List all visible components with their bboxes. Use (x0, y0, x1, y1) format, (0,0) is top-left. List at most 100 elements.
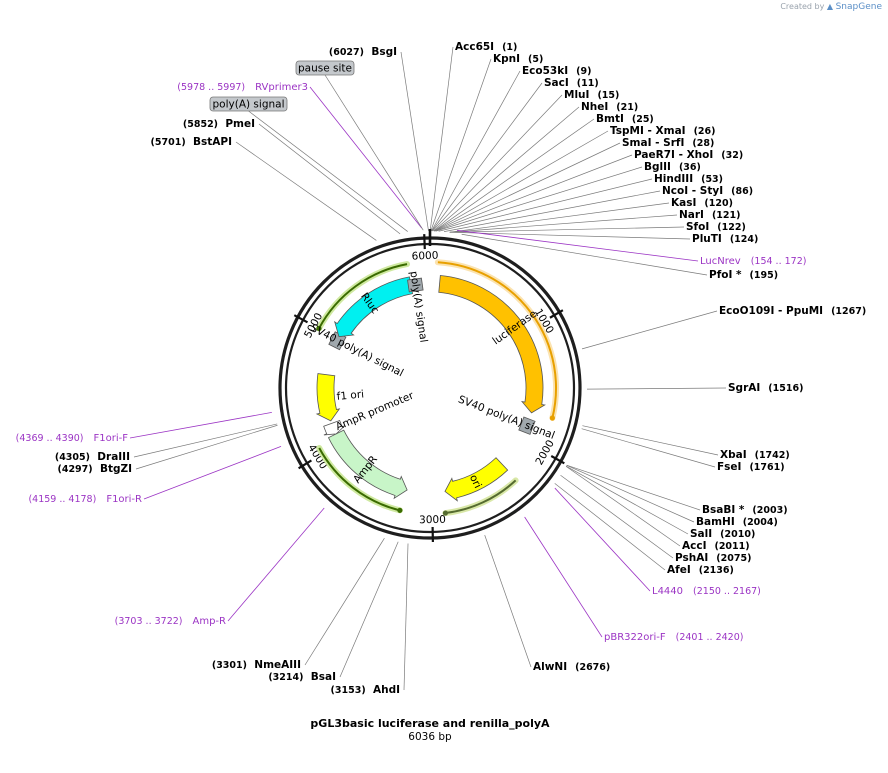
site-label-ecoo109i-ppumi-18: EcoO109I - PpuMI(1267) (719, 305, 866, 317)
site-label-saci-3: SacI(11) (544, 77, 599, 89)
primer-label-pbr322ori-f: pBR322ori-F(2401 .. 2420) (604, 632, 743, 643)
callout-left-6 (339, 541, 399, 678)
callout-right-11 (438, 178, 653, 232)
site-name-sgrai-19: SgrAI (728, 382, 760, 394)
box-label-pause-site: pause site (298, 63, 352, 75)
site-pos-pluti-16: (124) (730, 234, 759, 245)
ori_outer-tip (442, 510, 449, 516)
site-name-pshai-26: PshAI (675, 552, 708, 564)
site-pos-left-ahdi-7: (3153) (331, 685, 369, 696)
site-pos-sfoi-15: (122) (717, 222, 746, 233)
ori_outer-arc (445, 479, 517, 515)
site-name-ncoi-styi-12: NcoI - StyI (662, 185, 723, 197)
site-name-left-bsai-6: BsaI (311, 671, 336, 683)
primer-pos-f1ori-f: (4369 .. 4390) (16, 433, 84, 444)
box-label-poly-a-signal: poly(A) signal (213, 99, 285, 111)
feature-box-sv40-poly-a-signal-1 (518, 416, 536, 435)
site-labels: Acc65I(1)KpnI(5)Eco53kI(9)SacI(11)MluI(1… (16, 41, 867, 696)
site-name-nhei-5: NheI (581, 101, 608, 113)
primer-pos-rvprimer3: (5978 .. 5997) (177, 82, 245, 93)
site-name-left-nmeaiii-5: NmeAIII (254, 659, 301, 671)
callout-primer-left-3 (227, 507, 325, 622)
site-label-sgrai-19: SgrAI (1516) (728, 382, 803, 394)
feature-arrow-ori-2 (444, 457, 509, 502)
callout-primer-right-1 (554, 487, 651, 592)
primer-pos-lucnrev: (154 .. 172) (751, 256, 807, 267)
callout-primer-left-1 (129, 411, 272, 439)
site-pos-pfoi-17: (195) (750, 270, 779, 281)
box-poly-a-signal (209, 96, 288, 112)
site-name-smai-srfi-8: SmaI - SrfI (622, 137, 684, 149)
site-label-left-pmei-1: (5852) PmeI (183, 118, 255, 130)
feature-label-f1-ori-5: f1 ori (336, 388, 364, 403)
site-pos-ncoi-styi-12: (86) (731, 186, 753, 197)
feature-label-sv40-poly-a-signal-6: SV40 poly(A) signal (309, 322, 406, 379)
site-label-nari-14: NarI(121) (679, 209, 740, 221)
callout-lines (129, 46, 727, 691)
site-pos-left-bsgi-0: (6027) (329, 47, 367, 58)
callout-right-15 (449, 226, 685, 233)
outer-feature-arcs (315, 259, 559, 517)
site-label-left-ahdi-7: (3153) AhdI (331, 684, 400, 696)
site-label-left-bsgi-0: (6027) BsgI (329, 46, 397, 58)
site-pos-kpni-1: (5) (528, 54, 543, 65)
callout-right-7 (434, 130, 609, 232)
site-name-acci-25: AccI (682, 540, 706, 552)
primer-name-lucnrev: LucNrev (700, 256, 741, 267)
primer-pos-pbr322ori-f: (2401 .. 2420) (676, 632, 744, 643)
tick-label-6000: 6000 (411, 250, 438, 263)
tick-mark-2000 (550, 455, 565, 465)
callout-right-22 (566, 464, 701, 511)
site-pos-left-pmei-1: (5852) (183, 119, 221, 130)
site-name-tspmi-xmai-7: TspMI - XmaI (610, 125, 686, 137)
site-label-pshai-26: PshAI(2075) (675, 552, 751, 564)
site-label-pluti-16: PluTI(124) (692, 233, 758, 245)
site-label-sali-24: SalI(2010) (690, 528, 755, 540)
site-label-sfoi-15: SfoI (122) (686, 221, 746, 233)
feature-arrow-f1-ori-5 (315, 373, 341, 422)
site-label-left-bsai-6: (3214) BsaI (268, 671, 336, 683)
callout-left-2 (235, 141, 377, 241)
site-name-kpni-1: KpnI (493, 53, 520, 65)
site-pos-xbai-20: (1742) (755, 450, 790, 461)
snapgene-logo-icon: ▲ (826, 2, 834, 11)
site-pos-left-bstapi-2: (5701) (151, 137, 189, 148)
callout-right-27 (554, 483, 666, 571)
callout-box-0 (324, 74, 424, 231)
site-pos-bmti-6: (25) (632, 114, 654, 125)
site-pos-acc65i-0: (1) (502, 42, 517, 53)
site-name-bsabi-22: BsaBI * (702, 504, 745, 516)
site-label-kpni-1: KpnI (5) (493, 53, 543, 65)
callout-right-1 (430, 58, 492, 232)
primer-label-amp-r: (3703 .. 3722)Amp-R (115, 616, 226, 627)
feature-arrow-luciferase-0 (438, 275, 546, 414)
site-name-sfoi-15: SfoI (686, 221, 709, 233)
site-name-left-ahdi-7: AhdI (373, 684, 400, 696)
site-label-pfoi-17: PfoI *(195) (709, 269, 778, 281)
luc_outer-arc (437, 261, 557, 419)
site-pos-paer7i-xhoi-9: (32) (721, 150, 743, 161)
site-name-afei-27: AfeI (667, 564, 691, 576)
callout-right-19 (586, 387, 727, 390)
site-name-alwni-28: AlwNI (533, 661, 567, 673)
site-name-kasi-13: KasI (671, 197, 696, 209)
site-pos-kasi-13: (120) (704, 198, 733, 209)
rluc_outer-tip (316, 325, 322, 332)
site-label-kasi-13: KasI (120) (671, 197, 733, 209)
feature-arrow-ampr-promoter-4 (323, 420, 346, 436)
callout-primer-right-0 (456, 229, 699, 262)
callout-right-23 (566, 465, 695, 523)
site-name-eco53ki-2: Eco53kI (522, 65, 568, 77)
site-pos-fsei-21: (1761) (749, 462, 784, 473)
site-name-bamhi-23: BamHI (696, 516, 735, 528)
site-label-bsabi-22: BsaBI *(2003) (702, 504, 788, 516)
site-pos-sgrai-19: (1516) (768, 383, 803, 394)
site-pos-acci-25: (2011) (714, 541, 749, 552)
site-name-left-bstapi-2: BstAPI (193, 136, 232, 148)
site-name-nari-14: NarI (679, 209, 704, 221)
callout-right-18 (581, 310, 718, 350)
callout-left-5 (304, 538, 385, 666)
primer-name-l4440: L4440 (652, 586, 683, 597)
